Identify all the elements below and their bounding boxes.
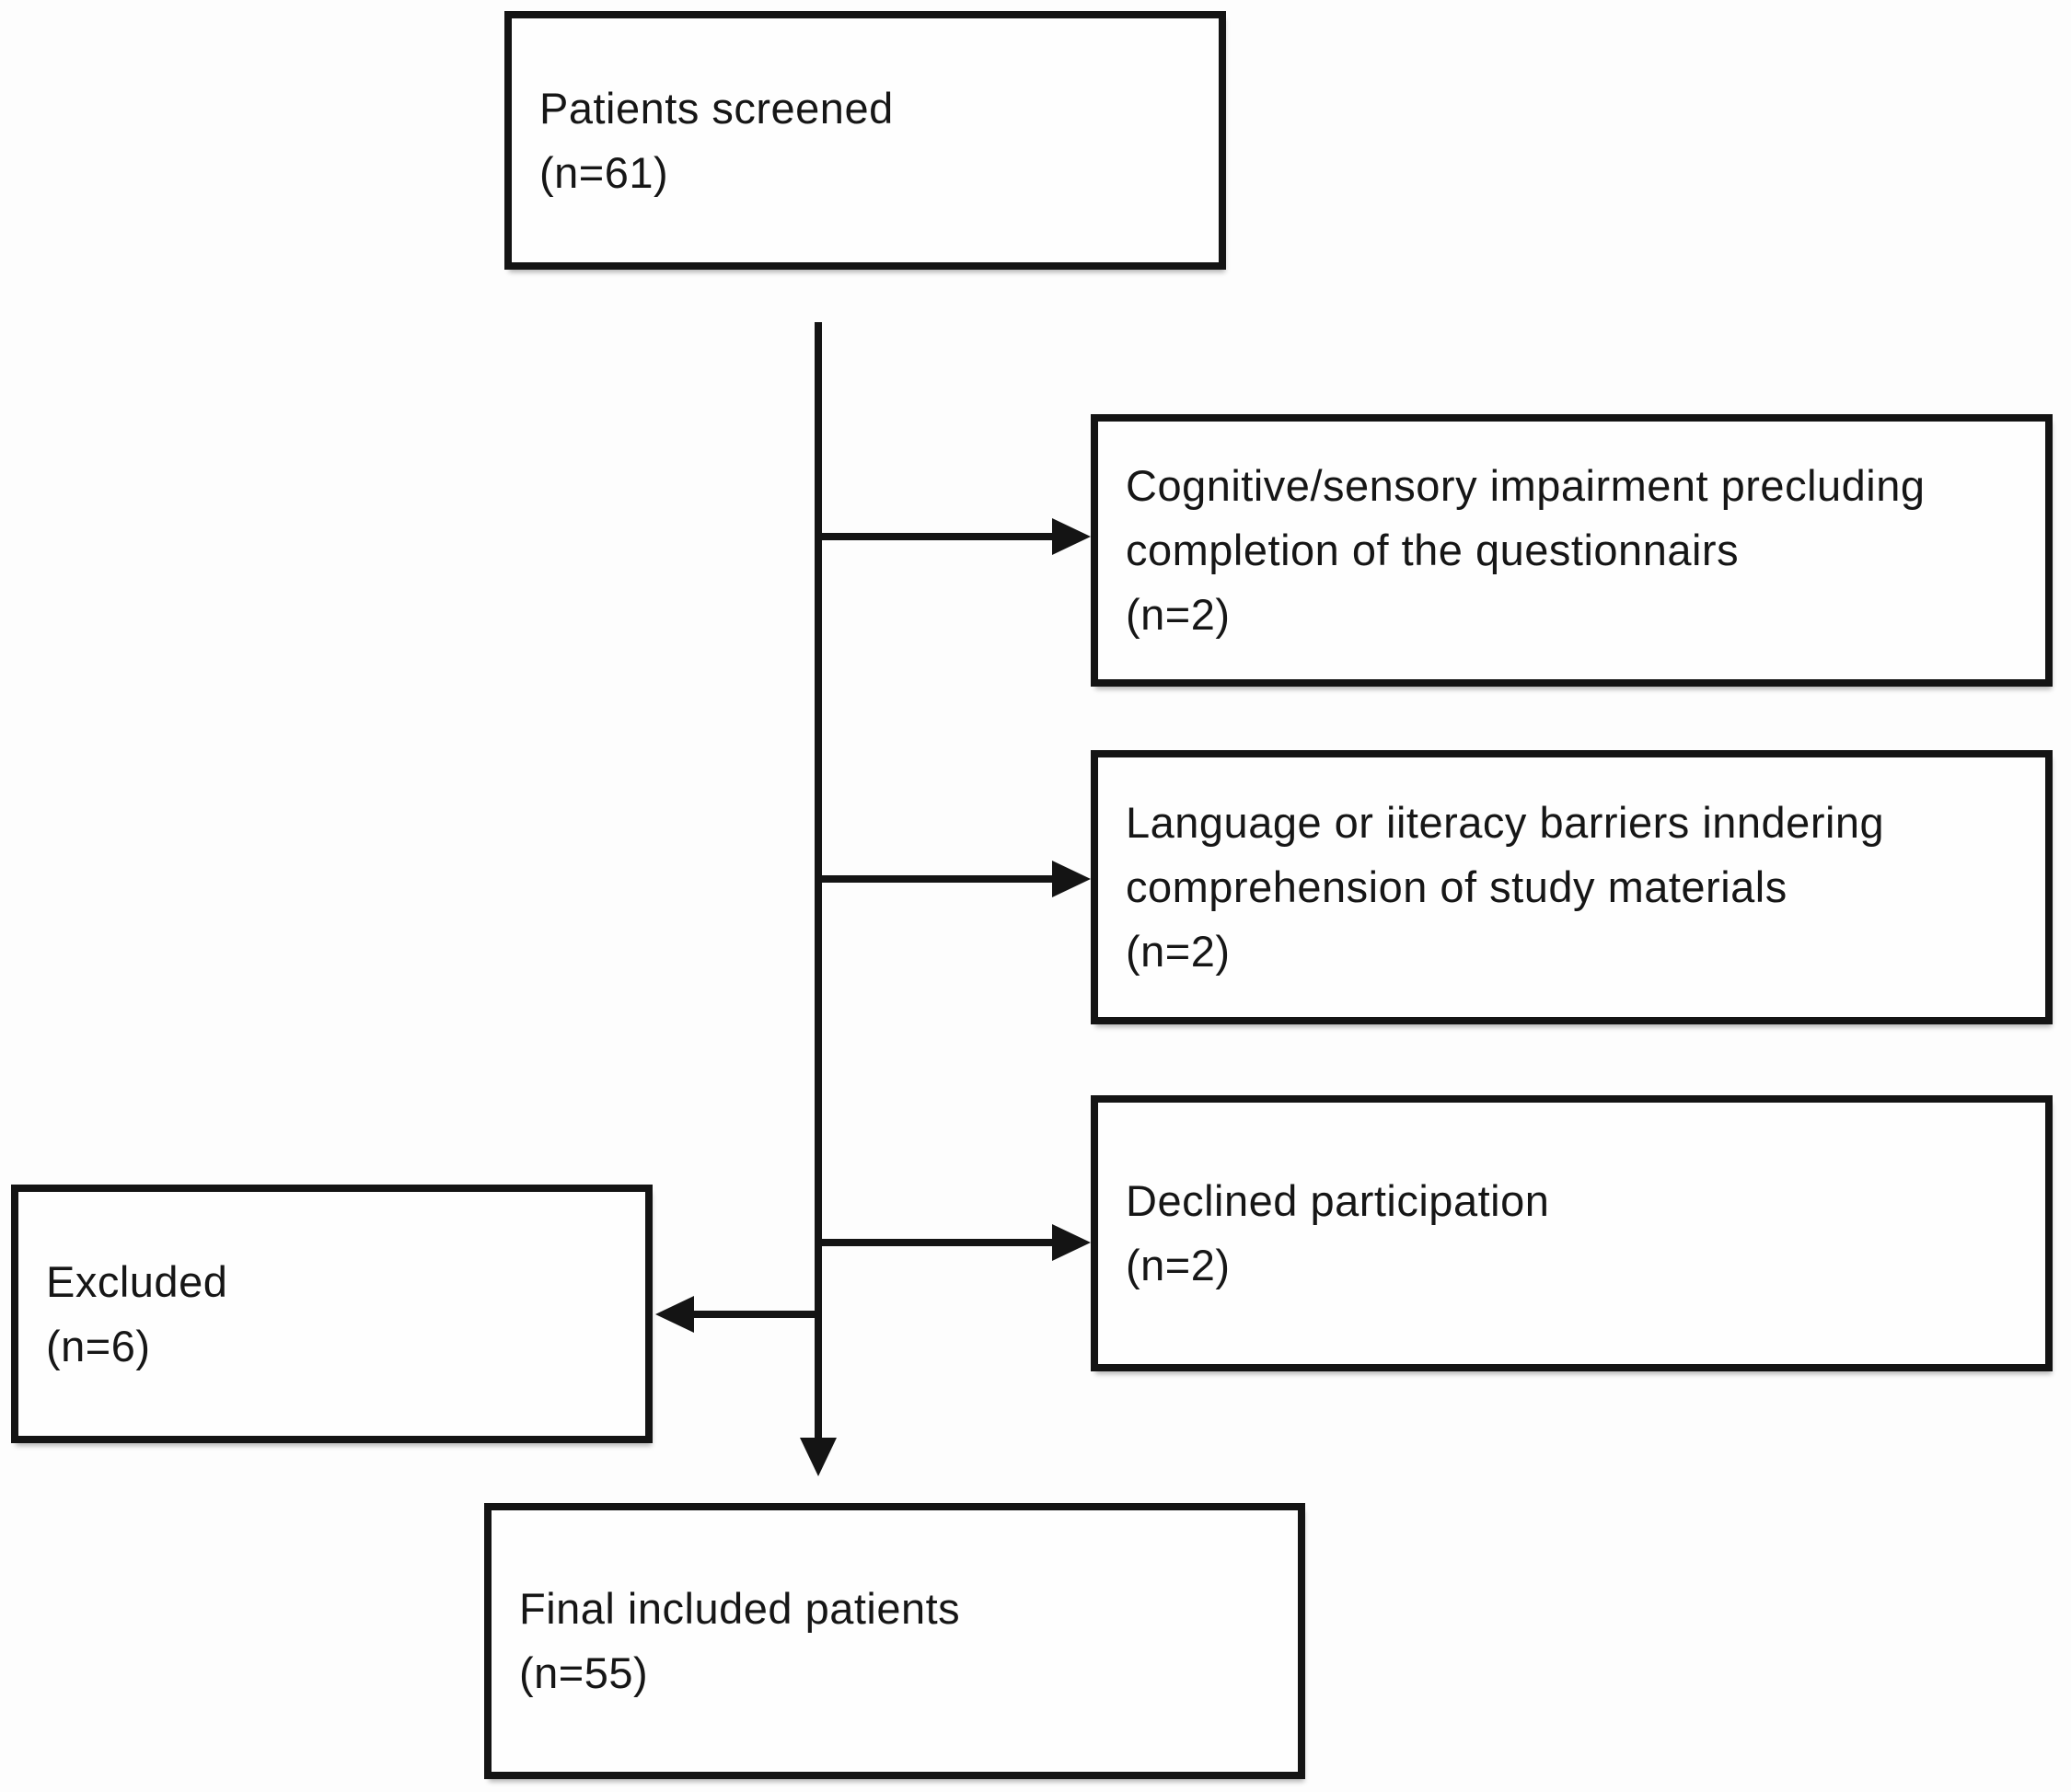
node-cognitive-sensory-impairment-label: Cognitive/sensory impairment precluding … (1126, 461, 1926, 639)
arrowhead-left-excluded-icon (655, 1296, 694, 1333)
node-cognitive-sensory-impairment: Cognitive/sensory impairment precluding … (1091, 414, 2053, 687)
node-declined-participation: Declined participation (n=2) (1091, 1095, 2053, 1371)
node-patients-screened: Patients screened (n=61) (504, 11, 1226, 270)
node-final-included-patients-label: Final included patients (n=55) (519, 1584, 961, 1697)
arrowhead-right-cognitive-icon (1052, 518, 1091, 555)
arrowhead-down-final-icon (800, 1438, 837, 1476)
node-declined-participation-label: Declined participation (n=2) (1126, 1176, 1550, 1289)
connector-branch-declined (818, 1239, 1052, 1246)
node-final-included-patients: Final included patients (n=55) (484, 1503, 1305, 1779)
node-language-literacy-barriers-label: Language or iiteracy barriers inndering … (1126, 798, 1885, 976)
node-patients-screened-label: Patients screened (n=61) (539, 83, 894, 197)
arrowhead-right-language-icon (1052, 861, 1091, 897)
connector-branch-excluded (694, 1311, 822, 1318)
connector-branch-cognitive (818, 533, 1052, 540)
node-excluded: Excluded (n=6) (11, 1185, 653, 1443)
node-excluded-label: Excluded (n=6) (46, 1256, 228, 1370)
arrowhead-right-declined-icon (1052, 1224, 1091, 1261)
connector-branch-language (818, 875, 1052, 883)
node-language-literacy-barriers: Language or iiteracy barriers inndering … (1091, 750, 2053, 1024)
